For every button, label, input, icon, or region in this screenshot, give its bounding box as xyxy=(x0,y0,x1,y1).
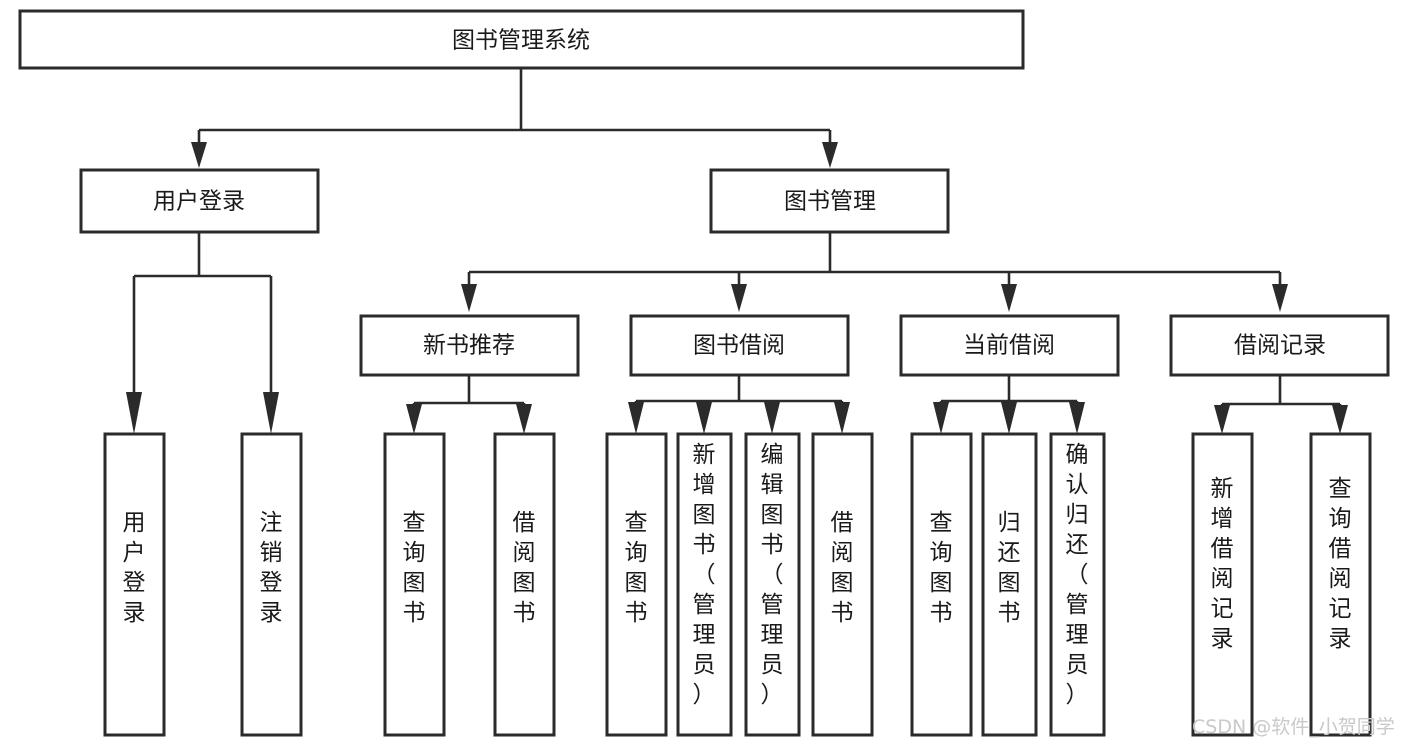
leaf-query-borrow-record-label: 查询借阅记录 xyxy=(1329,476,1352,652)
leaf-logout-login[interactable]: 注销登录 xyxy=(240,432,303,737)
node-borrow-record-label: 借阅记录 xyxy=(1234,333,1326,359)
node-current-borrow[interactable]: 当前借阅 xyxy=(899,314,1120,377)
node-current-borrow-box[interactable] xyxy=(899,314,1120,377)
arrow-leaf-query-book-1 xyxy=(406,404,422,434)
node-user-login[interactable]: 用户登录 xyxy=(79,168,320,234)
arrow-leaf-query-book-2 xyxy=(628,402,644,434)
arrow-user-login xyxy=(191,142,207,168)
arrow-leaf-add-borrow-record xyxy=(1214,405,1230,434)
node-book-management[interactable]: 图书管理 xyxy=(709,168,950,234)
leaf-logout-login-box[interactable] xyxy=(240,432,303,737)
leaf-return-book[interactable]: 归还图书 xyxy=(981,432,1038,737)
arrow-leaf-logout-login xyxy=(263,392,279,434)
leaf-return-book-box[interactable] xyxy=(981,432,1038,737)
leaf-confirm-return-admin[interactable]: 确认归还（管理员） xyxy=(1049,432,1106,737)
leaf-logout-login-label: 注销登录 xyxy=(260,510,283,626)
leaf-confirm-return-admin-label: 确认归还（管理员） xyxy=(1066,442,1089,708)
node-root-box[interactable] xyxy=(18,9,1025,70)
leaf-query-book-1-label: 查询图书 xyxy=(403,510,426,626)
leaf-query-book-1-box[interactable] xyxy=(383,432,446,737)
leaf-add-borrow-record[interactable]: 新增借阅记录 xyxy=(1191,432,1254,737)
node-root[interactable]: 图书管理系统 xyxy=(18,9,1025,70)
node-book-borrow[interactable]: 图书借阅 xyxy=(629,314,850,377)
arrow-borrow-record xyxy=(1272,284,1288,312)
arrow-new-book-recommend xyxy=(461,284,477,312)
arrow-current-borrow xyxy=(1001,284,1017,312)
arrow-leaf-user-login xyxy=(126,392,142,434)
leaf-query-book-1[interactable]: 查询图书 xyxy=(383,432,446,737)
node-user-login-label: 用户登录 xyxy=(153,189,245,215)
leaf-add-book-admin-label: 新增图书（管理员） xyxy=(693,442,716,708)
leaf-borrow-book-1-box[interactable] xyxy=(493,432,556,737)
leaf-query-book-3-box[interactable] xyxy=(910,432,973,737)
csdn-watermark: CSDN @软件_小贺同学 xyxy=(1192,716,1395,738)
node-root-label: 图书管理系统 xyxy=(452,28,590,54)
leaf-borrow-book-2-box[interactable] xyxy=(811,432,874,737)
node-borrow-record-box[interactable] xyxy=(1169,314,1390,377)
leaf-query-book-2[interactable]: 查询图书 xyxy=(605,432,668,737)
node-new-book-recommend[interactable]: 新书推荐 xyxy=(359,314,580,377)
node-book-borrow-box[interactable] xyxy=(629,314,850,377)
arrow-leaf-return-book xyxy=(1001,402,1017,434)
arrow-leaf-confirm-return-admin xyxy=(1069,402,1085,434)
node-borrow-record[interactable]: 借阅记录 xyxy=(1169,314,1390,377)
node-new-book-recommend-box[interactable] xyxy=(359,314,580,377)
arrow-leaf-edit-book-admin xyxy=(764,402,780,434)
leaf-query-book-2-box[interactable] xyxy=(605,432,668,737)
leaf-query-book-2-label: 查询图书 xyxy=(625,510,648,626)
leaf-user-login[interactable]: 用户登录 xyxy=(103,432,166,737)
leaf-confirm-return-admin-box[interactable] xyxy=(1049,432,1106,737)
leaf-query-borrow-record[interactable]: 查询借阅记录 xyxy=(1309,432,1372,737)
leaf-add-book-admin[interactable]: 新增图书（管理员） xyxy=(676,432,733,737)
leaf-add-borrow-record-label: 新增借阅记录 xyxy=(1211,476,1234,652)
leaf-borrow-book-2[interactable]: 借阅图书 xyxy=(811,432,874,737)
leaf-query-borrow-record-box[interactable] xyxy=(1309,432,1372,737)
leaf-user-login-box[interactable] xyxy=(103,432,166,737)
arrow-leaf-borrow-book-1 xyxy=(516,404,532,434)
leaf-add-book-admin-box[interactable] xyxy=(676,432,733,737)
node-book-management-label: 图书管理 xyxy=(784,189,876,215)
node-new-book-recommend-label: 新书推荐 xyxy=(423,333,515,359)
arrow-leaf-query-borrow-record xyxy=(1332,405,1348,434)
node-book-borrow-label: 图书借阅 xyxy=(693,333,785,359)
node-book-management-box[interactable] xyxy=(709,168,950,234)
leaf-query-book-3-label: 查询图书 xyxy=(930,510,953,626)
leaf-add-borrow-record-box[interactable] xyxy=(1191,432,1254,737)
leaf-borrow-book-1[interactable]: 借阅图书 xyxy=(493,432,556,737)
leaf-borrow-book-2-label: 借阅图书 xyxy=(831,510,854,626)
leaf-edit-book-admin[interactable]: 编辑图书（管理员） xyxy=(744,432,801,737)
leaf-borrow-book-1-label: 借阅图书 xyxy=(513,510,536,626)
leaf-query-book-3[interactable]: 查询图书 xyxy=(910,432,973,737)
arrow-leaf-query-book-3 xyxy=(933,402,949,434)
node-current-borrow-label: 当前借阅 xyxy=(963,333,1055,359)
arrow-leaf-borrow-book-2 xyxy=(834,402,850,434)
arrow-book-management xyxy=(822,142,838,168)
node-user-login-box[interactable] xyxy=(79,168,320,234)
leaf-edit-book-admin-label: 编辑图书（管理员） xyxy=(761,442,784,708)
leaf-edit-book-admin-box[interactable] xyxy=(744,432,801,737)
leaf-return-book-label: 归还图书 xyxy=(998,510,1021,626)
arrow-leaf-add-book-admin xyxy=(696,402,712,434)
edges-layer xyxy=(126,68,1348,434)
arrow-book-borrow xyxy=(731,284,747,312)
leaf-user-login-label: 用户登录 xyxy=(123,510,146,626)
